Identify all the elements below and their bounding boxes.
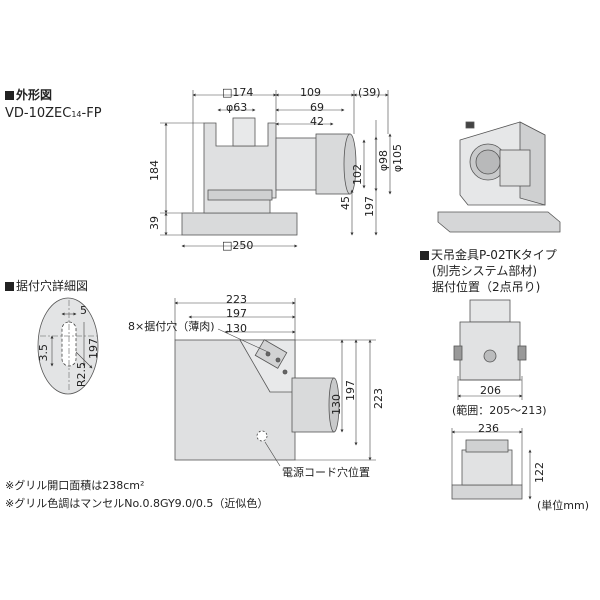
dim-3-5: 3.5 (37, 344, 50, 362)
model-number: VD-10ZEC14-FP (5, 107, 102, 120)
model-subscript: 14 (71, 110, 82, 119)
dim-174: □174 (222, 86, 254, 99)
dim-223-vertical: 223 (372, 388, 385, 409)
dim-197-vertical: 197 (344, 380, 357, 401)
product-isometric-view (437, 121, 561, 233)
dim-130-vertical: 130 (330, 394, 343, 415)
mounting-holes-label: 8×据付穴（薄肉) (128, 320, 215, 333)
square-bullet-icon (5, 282, 14, 291)
hanger-side-view (451, 428, 532, 500)
dim-phi63: φ63 (226, 101, 248, 114)
dim-122: 122 (533, 462, 546, 483)
hanger-front-view (453, 299, 527, 400)
dim-236: 236 (478, 422, 499, 435)
dim-r2-5: R2.5 (75, 362, 88, 388)
dim-130-top: 130 (226, 322, 247, 335)
detail-title-text: 据付穴詳細図 (16, 279, 89, 293)
unit-label: (単位mm) (537, 499, 590, 512)
dim-39: 39 (148, 216, 161, 230)
model-prefix: VD-10ZEC (5, 106, 72, 121)
dim-197-side: 197 (363, 196, 376, 217)
dim-45: 45 (339, 196, 352, 210)
dim-69: 69 (310, 101, 324, 114)
square-bullet-icon (420, 251, 429, 260)
dim-206: 206 (480, 384, 501, 397)
dim-250: □250 (222, 239, 254, 252)
dim-184: 184 (148, 160, 161, 181)
dim-197-top: 197 (226, 307, 247, 320)
detail-title: 据付穴詳細図 (5, 280, 88, 292)
section-title-outline: 外形図 (5, 89, 52, 101)
dim-phi98: φ98 (377, 150, 390, 172)
square-bullet-icon (5, 91, 14, 100)
dim-102: 102 (351, 164, 364, 185)
dim-223-top: 223 (226, 293, 247, 306)
hanger-title-text: 天吊金具P-02TKタイプ (431, 248, 557, 262)
dim-39-top: (39) (358, 86, 381, 99)
mounting-hole-detail (37, 297, 100, 395)
dim-42: 42 (310, 115, 324, 128)
dim-197-detail: 197 (87, 338, 100, 359)
dim-phi105: φ105 (391, 144, 404, 173)
bottom-view-drawing (174, 298, 376, 467)
hanger-position: 据付位置（2点吊り) (432, 280, 541, 294)
hanger-subtitle: (別売システム部材) (432, 264, 538, 278)
cord-hole-label: 電源コード穴位置 (282, 466, 370, 479)
dim-5: 5 (80, 304, 87, 317)
side-view-drawing (160, 90, 392, 248)
model-suffix: -FP (81, 106, 102, 121)
note-grille-area: ※グリル開口面積は238cm² (5, 479, 145, 492)
note-grille-color: ※グリル色調はマンセルNo.0.8GY9.0/0.5（近似色） (5, 497, 269, 510)
dim-range: (範囲：205～213) (452, 404, 547, 417)
hanger-title: 天吊金具P-02TKタイプ (420, 249, 557, 261)
outline-title-text: 外形図 (16, 88, 53, 102)
dim-109: 109 (300, 86, 321, 99)
